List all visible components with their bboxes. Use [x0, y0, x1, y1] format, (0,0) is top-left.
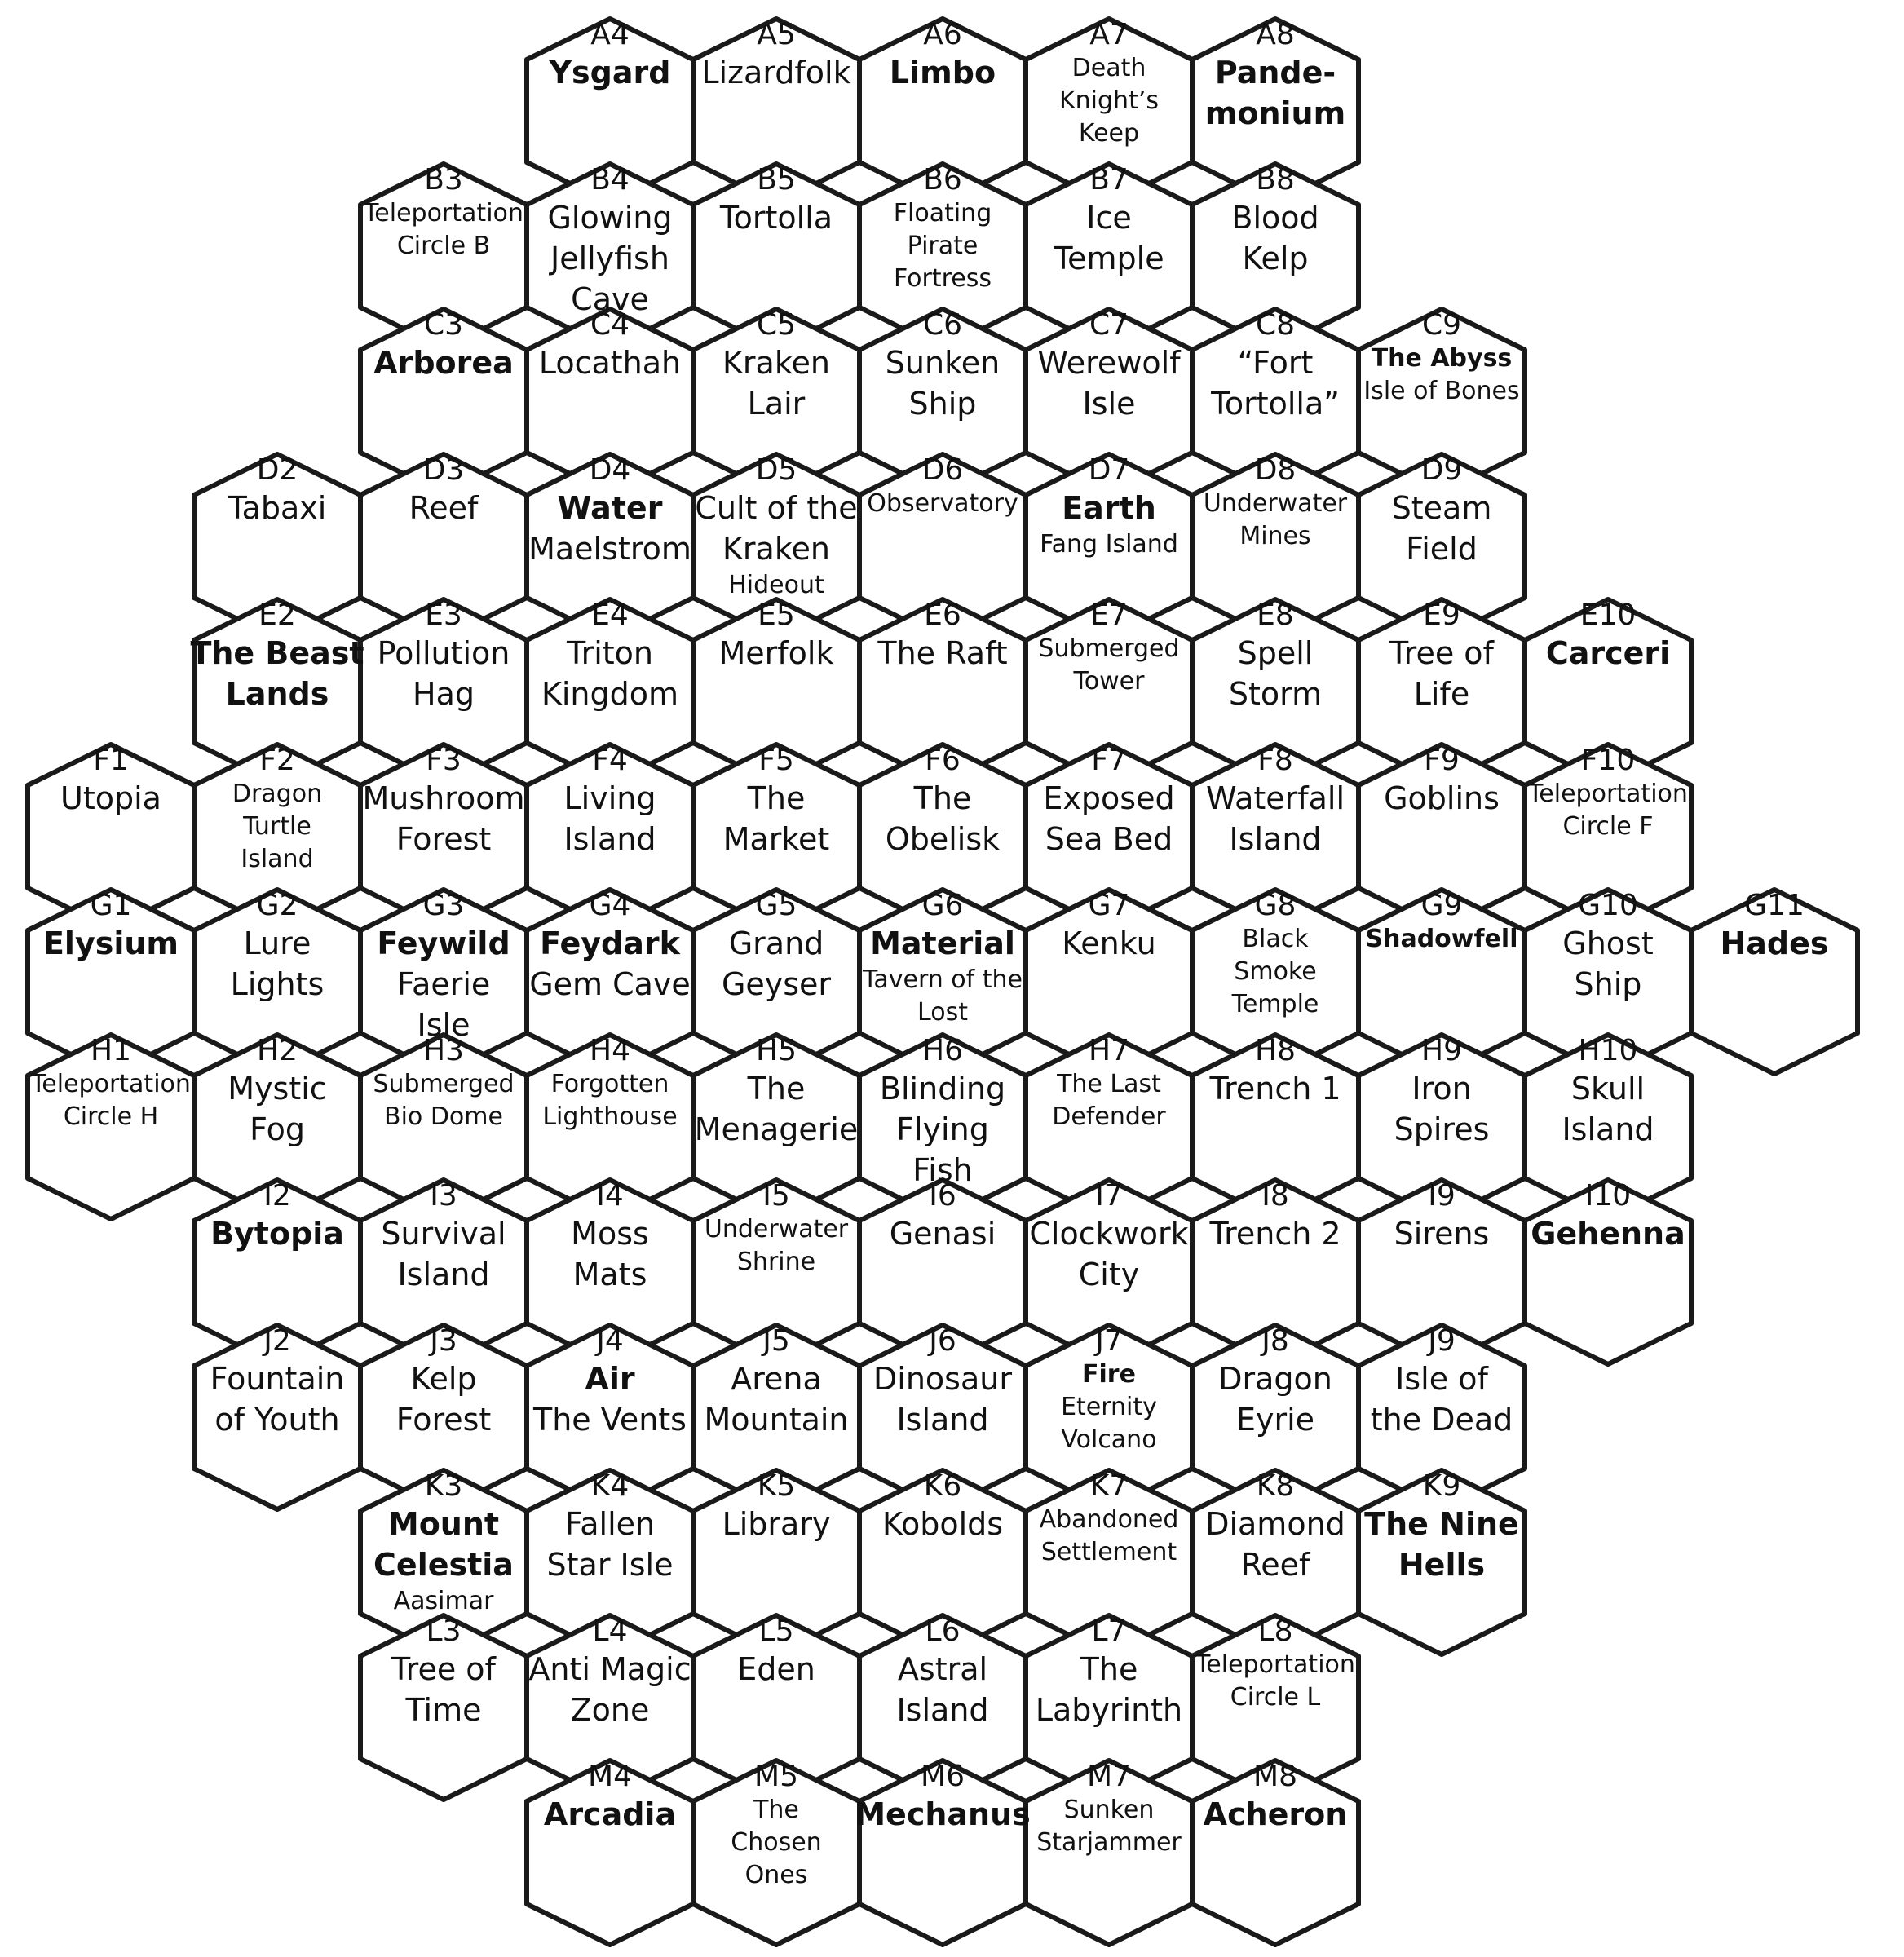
hex-k9 — [1356, 1468, 1527, 1657]
hex-m8 — [1190, 1758, 1361, 1947]
hex-i10 — [1522, 1177, 1694, 1367]
hex-m5 — [691, 1758, 862, 1947]
hex-g11 — [1689, 887, 1860, 1076]
hex-m7 — [1023, 1758, 1195, 1947]
hex-h1 — [25, 1032, 197, 1221]
hex-j2 — [192, 1323, 363, 1512]
hex-m4 — [524, 1758, 696, 1947]
hex-m6 — [857, 1758, 1028, 1947]
hex-l3 — [358, 1613, 529, 1802]
